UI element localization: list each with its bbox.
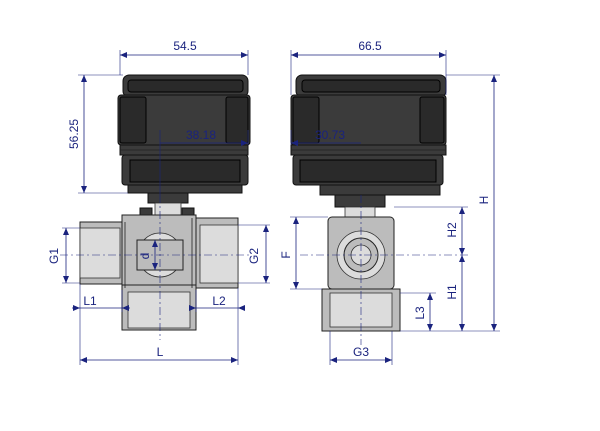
dim-F: F (279, 251, 293, 258)
front-actuator (117, 74, 251, 194)
dim-L1: L1 (83, 294, 97, 308)
front-dimensions: 54.5 56.25 38.18 G1 d G2 (47, 39, 270, 365)
dim-G1: G1 (47, 248, 61, 264)
dim-G2: G2 (247, 248, 261, 264)
side-view (290, 74, 470, 345)
side-actuator (290, 74, 447, 196)
dim-front-inner-width: 38.18 (186, 128, 216, 142)
dim-L2: L2 (212, 294, 226, 308)
dim-L: L (157, 345, 164, 359)
dim-front-width: 54.5 (173, 39, 197, 53)
dim-L3: L3 (413, 306, 427, 320)
side-dimensions: 66.5 30.73 F H H2 H1 (279, 39, 500, 365)
dim-side-inner-width: 30.73 (315, 128, 345, 142)
front-stem (139, 192, 195, 221)
dim-side-width: 66.5 (358, 39, 382, 53)
dim-H2: H2 (445, 222, 459, 238)
dim-H: H (477, 196, 491, 205)
front-valve-body (79, 214, 239, 331)
dim-d: d (138, 253, 152, 260)
dim-G3: G3 (353, 345, 369, 359)
dim-H1: H1 (445, 284, 459, 300)
side-stem (334, 194, 386, 218)
front-view (60, 74, 251, 340)
dim-front-height: 56.25 (67, 119, 81, 149)
